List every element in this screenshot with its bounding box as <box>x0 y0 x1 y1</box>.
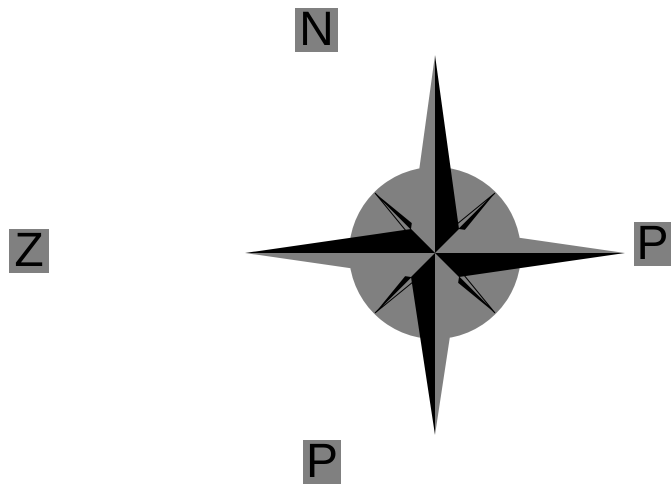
compass-east-point <box>435 229 625 277</box>
compass-west-point <box>245 229 435 277</box>
compass-north-point <box>411 55 459 253</box>
compass-south-point <box>411 253 459 435</box>
